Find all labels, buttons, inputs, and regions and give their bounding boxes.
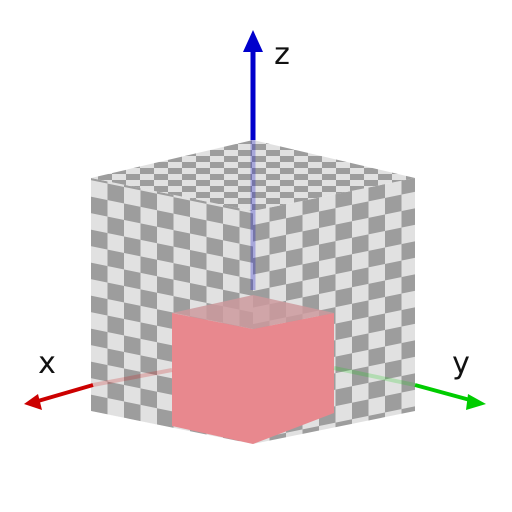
x-axis-label: x [38, 346, 56, 381]
checkered-cube [91, 140, 415, 444]
cube-top-face [91, 140, 415, 211]
y-axis [414, 383, 471, 402]
y-axis-hidden-segment [333, 366, 416, 387]
x-axis [37, 383, 94, 403]
subcube-top-face [172, 295, 334, 329]
z-axis-label: z [274, 37, 290, 72]
axes: z x y [24, 30, 486, 410]
x-axis-hidden-segment [92, 368, 173, 387]
highlight-subcube [172, 295, 334, 444]
x-axis-arrowhead [24, 394, 42, 410]
y-axis-arrowhead [466, 394, 486, 410]
z-axis-arrowhead [243, 30, 263, 52]
subcube-front-face [172, 313, 334, 444]
y-axis-label: y [452, 346, 470, 381]
